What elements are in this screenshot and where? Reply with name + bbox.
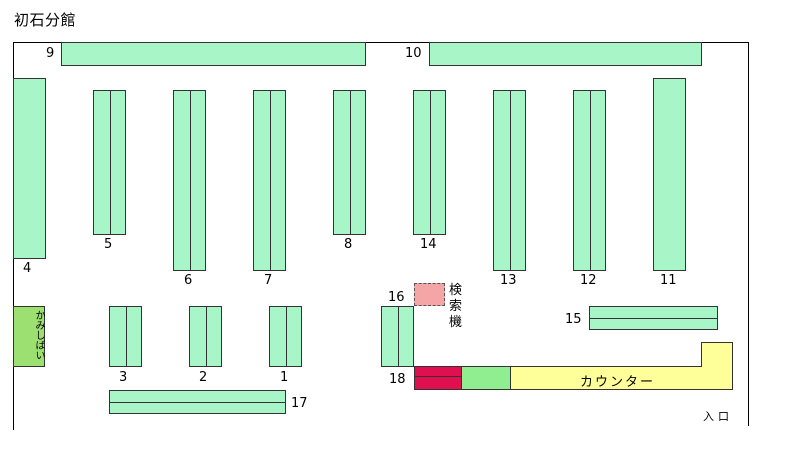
shelf-18 (414, 366, 462, 390)
shelf-16 (381, 306, 414, 367)
shelf-1 (269, 306, 302, 367)
shelf-10-label: 10 (405, 46, 422, 61)
shelf-14 (413, 90, 446, 235)
entrance-label: 入口 (703, 410, 733, 423)
shelf-12-label: 12 (580, 273, 597, 288)
shelf-17 (109, 390, 286, 414)
shelf-5 (93, 90, 126, 235)
map-title: 初石分館 (14, 11, 77, 29)
shelf-6-label: 6 (184, 273, 193, 288)
shelf-5-label: 5 (104, 237, 113, 252)
shelf-10 (429, 42, 702, 66)
shelf-9-label: 9 (46, 46, 55, 61)
shelf-15-label: 15 (565, 312, 582, 327)
shelf-12 (573, 90, 606, 271)
shelf-1-label: 1 (280, 370, 289, 385)
wall-right (748, 42, 749, 426)
wall-top (14, 42, 749, 43)
shelf-4-label: 4 (23, 261, 32, 276)
shelf-2-label: 2 (199, 370, 208, 385)
shelf-11 (653, 78, 686, 271)
shelf-13 (493, 90, 526, 271)
shelf-15 (589, 306, 718, 330)
shelf-4 (13, 78, 46, 259)
counter-desk (510, 366, 733, 390)
search-terminal (414, 283, 445, 306)
counter-label: カウンター (580, 375, 656, 390)
shelf-3-label: 3 (119, 370, 128, 385)
shelf-7 (253, 90, 286, 271)
shelf-16-label: 16 (388, 290, 405, 305)
counter-desk-end (701, 342, 733, 367)
kamishibai-shelf: かみしばい (13, 306, 45, 367)
shelf-11-label: 11 (660, 273, 677, 288)
shelf-6 (173, 90, 206, 271)
kamishibai-label: かみしばい (33, 310, 44, 360)
shelf-13-label: 13 (500, 273, 517, 288)
search-terminal-label: 検索機 (449, 283, 463, 330)
shelf-2 (189, 306, 222, 367)
shelf-7-label: 7 (264, 273, 273, 288)
shelf-14-label: 14 (420, 237, 437, 252)
shelf-18-label: 18 (389, 372, 406, 387)
shelf-17-label: 17 (291, 396, 308, 411)
counter-green-section (461, 366, 511, 390)
shelf-8-label: 8 (344, 237, 353, 252)
shelf-3 (109, 306, 142, 367)
shelf-9 (61, 42, 366, 66)
shelf-8 (333, 90, 366, 235)
